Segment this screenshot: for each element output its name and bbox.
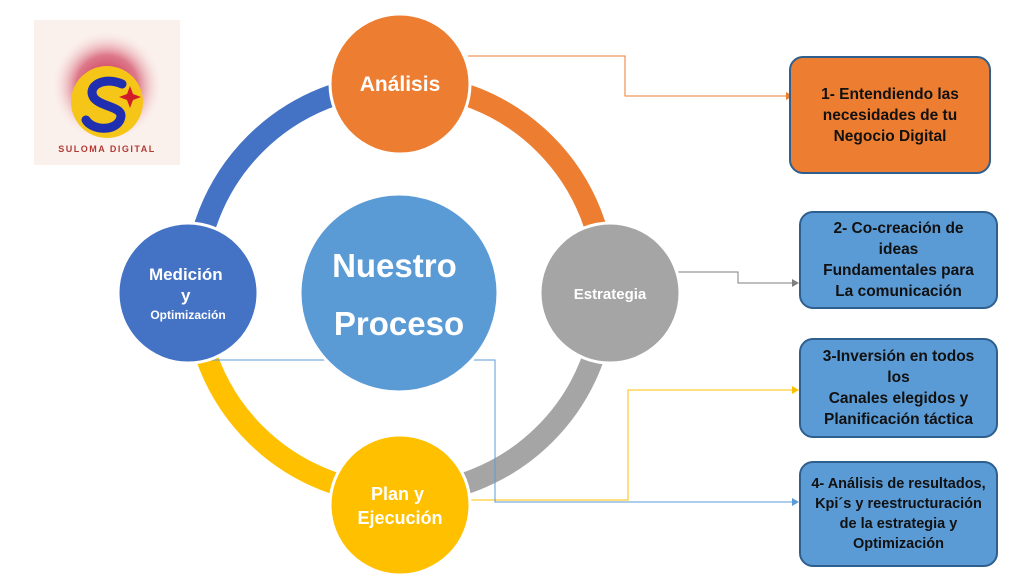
connector-analisis xyxy=(468,55,786,97)
step-box-3-line: Planificación táctica xyxy=(823,411,974,428)
step-box-2-line: ideas xyxy=(878,241,919,258)
step-box-1-line: 1- Entendiendo las xyxy=(821,85,959,103)
node-plan-label: Plan y Ejecución xyxy=(357,484,442,528)
connector-estrategia-arrow xyxy=(792,279,799,287)
step-box-3: 3-Inversión en todos los Canales elegido… xyxy=(799,338,998,438)
step-box-3-line: 3-Inversión en todos xyxy=(822,348,975,365)
step-box-4-line: Kpi´s y reestructuración xyxy=(815,496,982,512)
step-box-1-line: Negocio Digital xyxy=(833,127,947,145)
step-box-1-line: necesidades de tu xyxy=(822,106,958,124)
connector-medicion xyxy=(210,359,792,503)
step-box-4-line: Optimización xyxy=(852,536,945,552)
node-estrategia-label: Estrategia xyxy=(574,286,647,303)
step-box-2-line: Fundamentales para xyxy=(823,262,974,279)
node-analisis-label: Análisis xyxy=(360,73,441,96)
connector-medicion-arrow xyxy=(792,498,799,506)
suloma-logo-icon xyxy=(51,30,163,142)
step-box-4-line: de la estrategia y xyxy=(839,516,958,532)
node-medicion-label: Medición y Optimización xyxy=(149,265,227,322)
node-medicion xyxy=(116,221,260,365)
center-title: Nuestro Proceso xyxy=(332,247,466,342)
step-box-2-line: La comunicación xyxy=(835,283,962,300)
node-plan-ejecucion xyxy=(328,433,472,576)
connector-plan xyxy=(468,389,792,501)
connector-estrategia xyxy=(676,271,792,284)
node-analisis xyxy=(328,12,472,156)
center-circle xyxy=(298,192,500,394)
step-box-2-line: 2- Co-creación de xyxy=(833,220,964,237)
connector-plan-arrow xyxy=(792,386,799,394)
step-box-4-line: 4- Análisis de resultados, xyxy=(811,476,986,492)
node-estrategia xyxy=(538,221,682,365)
logo-text: SULOMA DIGITAL xyxy=(58,144,156,154)
step-box-4: 4- Análisis de resultados, Kpi´s y reest… xyxy=(799,461,998,567)
step-box-3-line: los xyxy=(887,369,910,386)
step-box-2: 2- Co-creación de ideas Fundamentales pa… xyxy=(799,211,998,309)
step-box-3-line: Canales elegidos y xyxy=(828,390,969,407)
suloma-logo: SULOMA DIGITAL xyxy=(34,20,180,165)
step-box-1: 1- Entendiendo las necesidades de tu Neg… xyxy=(789,56,991,174)
